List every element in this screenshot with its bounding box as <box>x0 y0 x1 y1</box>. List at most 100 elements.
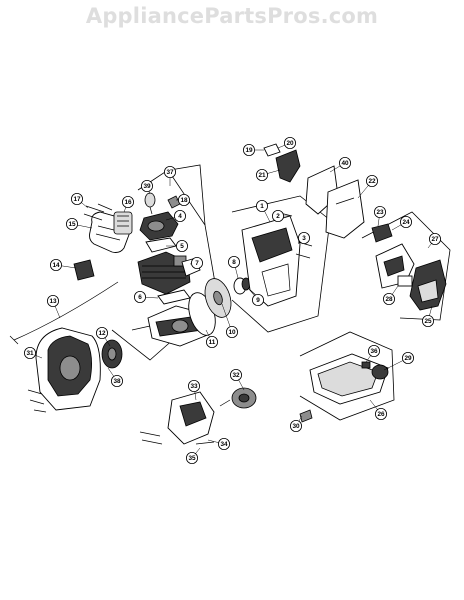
callout-bubble-37 <box>163 165 176 178</box>
callout-number-34: 34 <box>220 441 228 448</box>
callout-number-3: 3 <box>302 235 306 242</box>
trigger-assembly <box>263 143 301 183</box>
callout-bubble-9 <box>251 293 264 306</box>
callout-bubble-38 <box>111 374 124 387</box>
grommet-36 <box>361 361 371 369</box>
callout-number-39: 39 <box>143 183 151 190</box>
callout-bubble-17 <box>71 192 84 205</box>
callout-bubble-8 <box>227 255 240 268</box>
engine-group-outline <box>111 164 219 361</box>
callout-bubble-19 <box>242 143 255 156</box>
callout-bubble-2 <box>271 209 284 222</box>
spark-plug <box>167 195 181 209</box>
fuel-line-filter <box>299 409 313 423</box>
callout-number-14: 14 <box>52 262 60 269</box>
fan-screws <box>139 431 215 445</box>
flywheel-fan <box>204 278 232 318</box>
callout-bubble-24 <box>399 215 412 228</box>
primer-bulb <box>144 192 156 215</box>
callout-number-10: 10 <box>228 329 236 336</box>
callout-number-6: 6 <box>138 294 142 301</box>
spark-arrestor <box>397 275 413 287</box>
callout-number-22: 22 <box>368 178 376 185</box>
callout-bubble-26 <box>374 407 387 420</box>
callout-number-12: 12 <box>98 330 106 337</box>
callout-number-20: 20 <box>286 140 294 147</box>
clutch-drum <box>219 387 257 409</box>
fuel-cap <box>371 364 389 380</box>
muffler-shield <box>409 259 447 311</box>
callout-bubble-3 <box>297 231 310 244</box>
callout-number-26: 26 <box>377 411 385 418</box>
carburetor <box>139 211 179 241</box>
callout-number-38: 38 <box>113 378 121 385</box>
screws-17 <box>83 203 113 221</box>
starter-housing <box>35 327 101 411</box>
callout-bubble-34 <box>217 437 230 450</box>
callout-number-15: 15 <box>68 221 76 228</box>
callout-bubble-21 <box>255 168 268 181</box>
callout-bubble-36 <box>367 344 380 357</box>
callout-bubble-40 <box>338 156 351 169</box>
callout-bubble-30 <box>289 419 302 432</box>
callout-bubble-11 <box>205 335 218 348</box>
callout-bubble-28 <box>382 292 395 305</box>
callout-bubble-12 <box>96 326 109 339</box>
callout-number-24: 24 <box>402 219 410 226</box>
cylinder-engine <box>137 251 191 295</box>
callout-number-35: 35 <box>188 455 196 462</box>
callout-number-2: 2 <box>276 213 280 220</box>
callout-bubble-1 <box>255 199 268 212</box>
starter-screws <box>27 389 47 413</box>
callout-number-17: 17 <box>73 196 81 203</box>
callout-number-36: 36 <box>370 348 378 355</box>
callout-bubble-33 <box>187 379 200 392</box>
callout-bubble-4 <box>173 209 186 222</box>
callout-number-33: 33 <box>190 383 198 390</box>
callout-number-1: 1 <box>260 203 264 210</box>
callout-number-23: 23 <box>376 209 384 216</box>
clutch-assembly <box>233 277 251 295</box>
throttle-cable <box>9 281 119 345</box>
callout-bubble-10 <box>225 325 238 338</box>
callout-number-5: 5 <box>180 243 184 250</box>
callout-number-8: 8 <box>232 259 236 266</box>
callout-number-29: 29 <box>404 355 412 362</box>
callout-number-9: 9 <box>256 297 260 304</box>
callout-bubble-18 <box>177 193 190 206</box>
callout-bubble-25 <box>421 314 434 327</box>
callout-bubble-31 <box>23 346 36 359</box>
callout-number-28: 28 <box>385 296 393 303</box>
callout-bubble-14 <box>50 258 63 271</box>
callout-bubble-27 <box>428 232 441 245</box>
callout-number-25: 25 <box>424 318 432 325</box>
callout-bubble-20 <box>283 136 296 149</box>
muffler-gasket <box>371 223 393 243</box>
callout-bubble-15 <box>66 217 79 230</box>
callout-number-16: 16 <box>124 199 132 206</box>
callout-number-13: 13 <box>49 298 57 305</box>
callout-bubble-32 <box>229 368 242 381</box>
callout-number-19: 19 <box>245 147 253 154</box>
callout-number-11: 11 <box>209 339 216 346</box>
callout-bubble-22 <box>365 174 378 187</box>
callout-number-32: 32 <box>232 372 240 379</box>
callout-number-27: 27 <box>431 236 439 243</box>
callout-bubble-23 <box>373 205 386 218</box>
watermark-text: AppliancePartsPros.com <box>85 4 379 28</box>
callout-bubble-39 <box>140 179 153 192</box>
callout-bubble-7 <box>190 256 203 269</box>
callout-number-40: 40 <box>341 160 349 167</box>
callout-bubble-16 <box>122 195 135 208</box>
callout-bubble-29 <box>401 351 414 364</box>
callout-bubble-35 <box>185 451 198 464</box>
callout-number-21: 21 <box>258 172 266 179</box>
starter-pulley <box>101 339 123 369</box>
cover-plate-22 <box>325 179 365 239</box>
callout-number-7: 7 <box>195 260 199 267</box>
callout-bubble-5 <box>175 239 188 252</box>
callout-bubble-6 <box>133 290 146 303</box>
callout-bubble-13 <box>47 294 60 307</box>
